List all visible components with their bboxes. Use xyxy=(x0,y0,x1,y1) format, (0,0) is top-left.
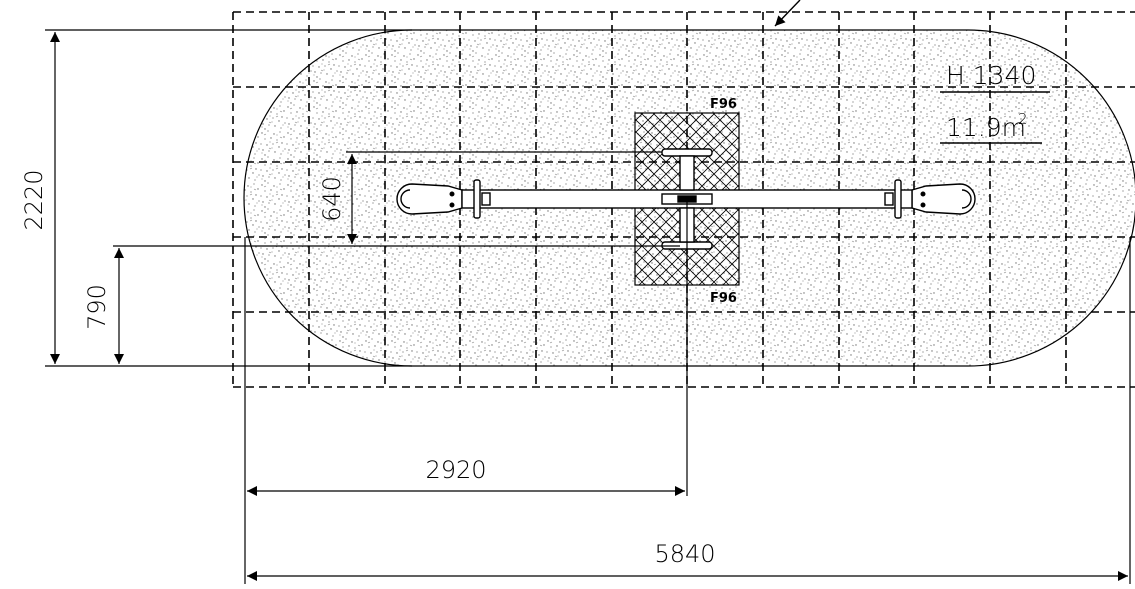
area-superscript: 2 xyxy=(1018,110,1028,128)
seat-right xyxy=(911,183,976,215)
handle-left xyxy=(473,179,481,219)
dimension-seat-spacing xyxy=(346,151,662,244)
dimension-offset-depth-label: 790 xyxy=(83,284,111,330)
dimension-seat-spacing-label: 640 xyxy=(318,176,346,222)
dimension-half-width-label: 2920 xyxy=(425,456,486,484)
seat-left xyxy=(396,183,463,215)
dimension-half-width xyxy=(247,199,688,496)
anchor-label-bottom: F96 xyxy=(710,291,737,306)
anchor-label-top: F96 xyxy=(710,97,737,112)
surface-leader-arrow xyxy=(774,0,801,27)
dimension-total-depth-label: 2220 xyxy=(20,169,48,230)
area-label: 11.9m xyxy=(946,113,1026,142)
info-labels: H 1340 11.9m 2 xyxy=(940,61,1050,144)
dimension-total-depth xyxy=(45,29,412,367)
dimension-offset-depth xyxy=(113,245,680,364)
dimension-total-width-label: 5840 xyxy=(654,540,715,568)
height-label: H 1340 xyxy=(946,61,1036,90)
dimension-total-width xyxy=(244,237,1131,584)
handle-right xyxy=(894,179,902,219)
